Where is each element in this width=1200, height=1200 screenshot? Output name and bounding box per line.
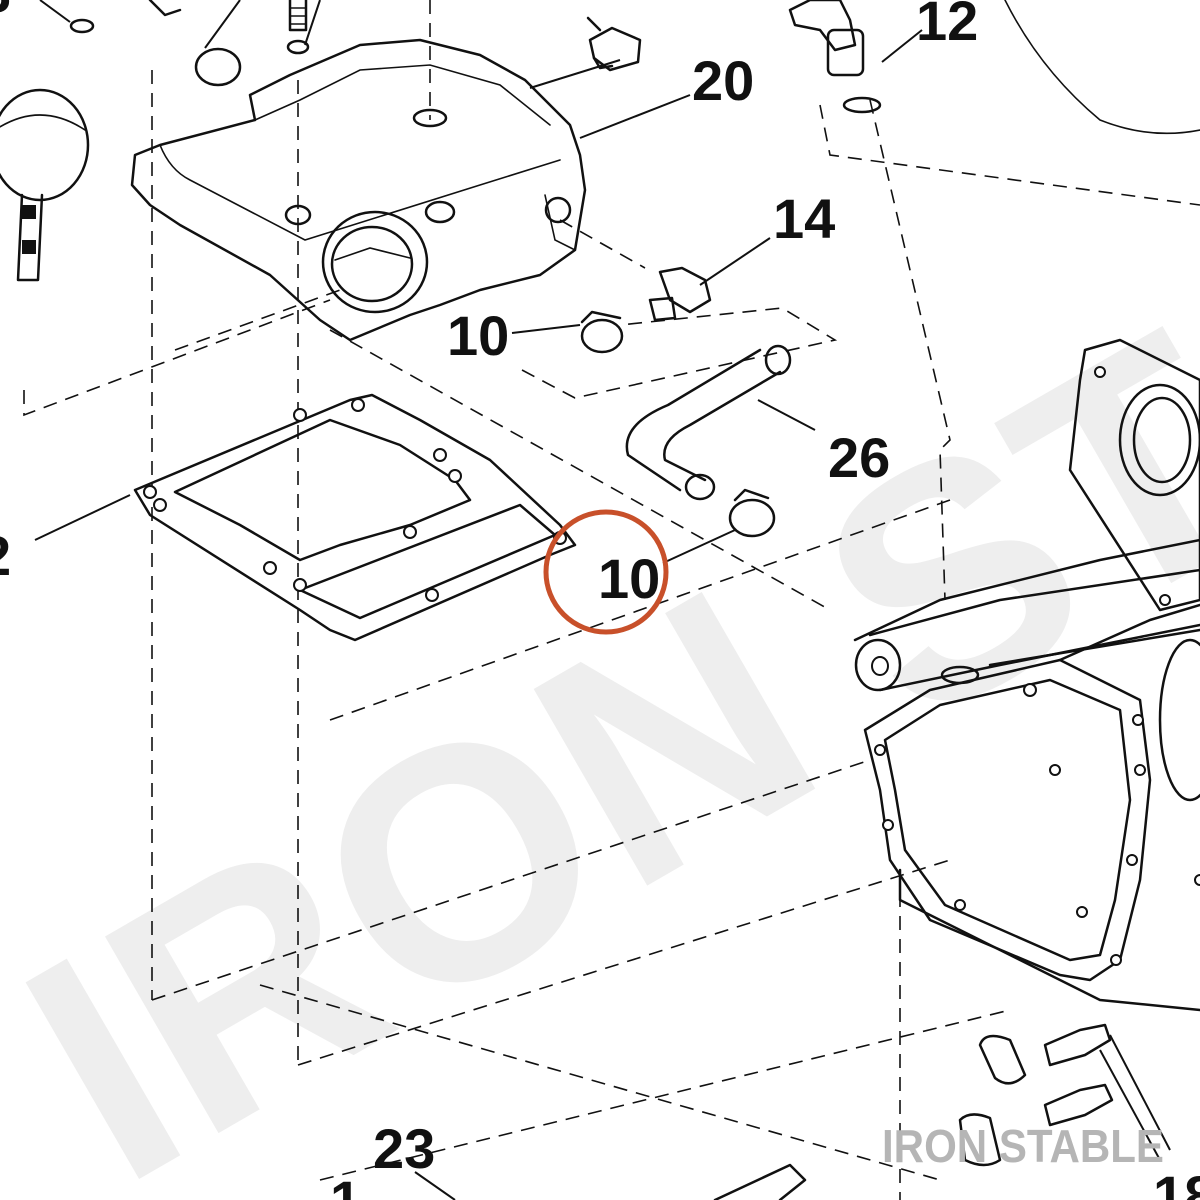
callout-1-edge: 1 xyxy=(330,1169,361,1200)
sensor-part xyxy=(788,0,1200,135)
callout-2-edge: 2 xyxy=(0,524,11,587)
small-hardware-top xyxy=(39,0,321,87)
dipstick-part xyxy=(0,88,90,282)
assembly-guide-lines xyxy=(23,0,1200,1200)
callout-3-edge: 3 xyxy=(0,0,11,24)
callout-12: 12 xyxy=(916,0,978,52)
bottom-fittings xyxy=(713,1023,1114,1200)
callout-20: 20 xyxy=(692,49,754,112)
callout-23: 23 xyxy=(373,1117,435,1180)
hose-clamp-lower xyxy=(728,488,776,538)
highlight-circle xyxy=(543,509,669,635)
callout-14: 14 xyxy=(773,187,835,250)
callout-18-edge: 18 xyxy=(1153,1164,1200,1200)
top-cover-part xyxy=(130,38,587,342)
callout-26: 26 xyxy=(828,426,890,489)
hose-clamp-upper xyxy=(580,310,624,354)
brand-logo: IRON STABLE xyxy=(882,1120,1164,1172)
leader-lines xyxy=(34,29,1171,1200)
hose-part xyxy=(625,344,792,501)
transmission-housing-part xyxy=(853,338,1200,1012)
fitting-part xyxy=(586,16,642,72)
callout-10-upper: 10 xyxy=(447,304,509,367)
elbow-fitting-part xyxy=(648,266,712,322)
callout-10-lower: 10 xyxy=(598,547,660,610)
gasket-part xyxy=(133,393,577,642)
